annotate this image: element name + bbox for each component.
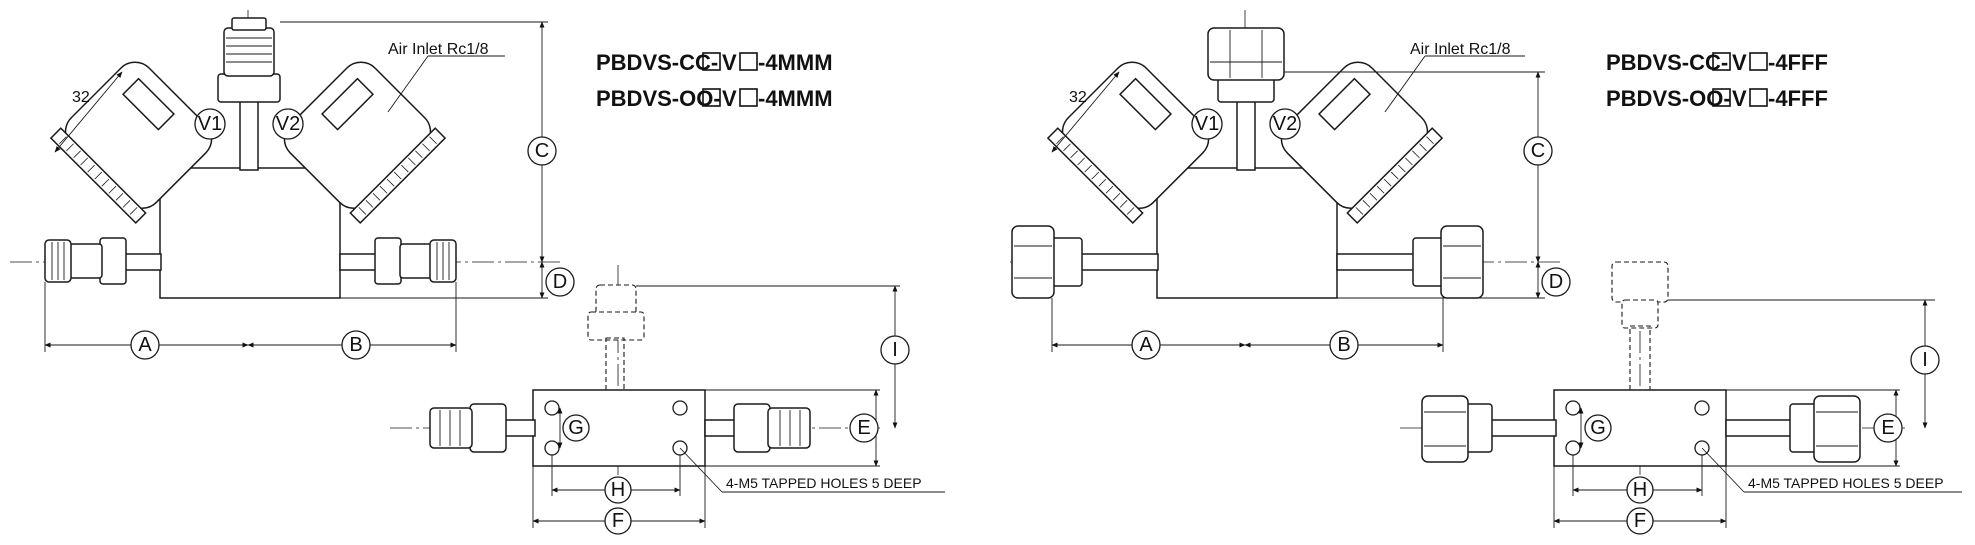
dim-b-label: B	[1337, 334, 1350, 356]
dim-i-marker	[1910, 345, 1940, 375]
dim-h-label: H	[1633, 479, 1647, 501]
model-line-1-box1	[1712, 52, 1731, 71]
v1-label: V1	[1195, 113, 1219, 135]
svg-text:PBDVS-CC-: PBDVS-CC-	[596, 50, 718, 75]
dim-g-marker	[1584, 414, 1612, 442]
v2-marker	[272, 108, 304, 140]
tapped-holes-note: 4-M5 TAPPED HOLES 5 DEEP	[1748, 475, 1944, 491]
model-line-2-prefix: PBDVS-OO-	[1606, 86, 1731, 111]
valve-body	[159, 167, 341, 299]
dim-h-marker	[604, 476, 632, 504]
model-line-1-mid: V	[1732, 50, 1747, 75]
v1-marker	[1191, 108, 1223, 140]
dim-h-marker	[1626, 476, 1654, 504]
dim-g-label: G	[568, 417, 584, 439]
dim-a-marker	[1131, 330, 1161, 360]
dim-g-label: G	[1590, 417, 1606, 439]
model-text-fff: PBDVS-CC- V -4FFF PBDVS-OO- V -4FFF	[1606, 50, 1828, 111]
v1-marker	[194, 108, 226, 140]
front-view-fff: V1 V2 32 Air Inlet Rc1/8 C D A B	[1010, 10, 1571, 360]
dim-c-marker	[1523, 136, 1553, 166]
model-line-2-box1	[702, 88, 721, 107]
dim-c-marker	[527, 136, 557, 166]
dim-b-marker	[341, 330, 371, 360]
model-line-1-prefix: PBDVS-CC-	[1606, 50, 1728, 75]
dim-i-label: I	[892, 339, 898, 361]
model-line-2-box2	[1749, 88, 1768, 107]
dim-f-marker	[1626, 507, 1654, 535]
dim-b-marker	[1329, 330, 1359, 360]
dim-c-label: C	[535, 140, 549, 162]
dim-32-label: 32	[1069, 89, 1087, 106]
model-line-1-box1	[702, 52, 721, 71]
dim-i-marker	[880, 335, 910, 365]
dim-a-marker	[130, 330, 160, 360]
v2-marker	[1269, 108, 1301, 140]
dim-f-label: F	[612, 510, 624, 532]
dim-e-label: E	[1881, 417, 1894, 439]
model-line-1-box2	[1749, 52, 1768, 71]
model-line-2-prefix: PBDVS-OO-	[596, 86, 721, 111]
model-line-1-mid: V	[722, 50, 737, 75]
panel-fff: V1 V2 32 Air Inlet Rc1/8 C D A B	[1010, 10, 1962, 535]
model-line-2-box2	[739, 88, 758, 107]
model-line-2-mid: V	[1732, 86, 1747, 111]
dim-d-label: D	[553, 271, 567, 293]
front-view-mmm: V1 V2 32 Air Inlet Rc1/8 C D	[10, 10, 575, 360]
air-inlet-label: Air Inlet Rc1/8	[388, 41, 489, 58]
model-line-1-suffix: -4FFF	[1768, 50, 1828, 75]
side-view-fff: G E I H F 4-M5 TAPPED HOLES 5 DEEP	[1400, 261, 1962, 535]
tapped-holes-note: 4-M5 TAPPED HOLES 5 DEEP	[726, 475, 922, 491]
dim-d-marker	[545, 267, 575, 297]
dim-i-label: I	[1922, 349, 1928, 371]
dim-a-label: A	[1139, 334, 1153, 356]
model-line-2-mid: V	[722, 86, 737, 111]
dim-f-marker	[604, 507, 632, 535]
dim-d-label: D	[1549, 271, 1563, 293]
dim-c-label: C	[1531, 140, 1545, 162]
dim-d-marker	[1541, 267, 1571, 297]
dim-f-label: F	[1634, 510, 1646, 532]
model-line-1-prefix: PBDVS-CC-	[596, 50, 718, 75]
model-line-1-suffix: -4MMM	[758, 50, 833, 75]
valve-body	[1156, 167, 1338, 299]
v2-label: V2	[276, 113, 300, 135]
panel-mmm: V1 V2 32 Air Inlet Rc1/8 C D	[10, 10, 945, 535]
dim-32-label: 32	[72, 89, 90, 106]
dim-b-label: B	[349, 334, 362, 356]
dim-g-marker	[562, 414, 590, 442]
model-text-mmm: PBDVS-CC- V -4MMM PBDVS-OO- V -4MMM	[596, 50, 833, 111]
dim-a-label: A	[138, 334, 152, 356]
v1-label: V1	[198, 113, 222, 135]
model-line-2-suffix: -4FFF	[1768, 86, 1828, 111]
air-inlet-label: Air Inlet Rc1/8	[1410, 41, 1511, 58]
side-view-mmm: G E I H F 4-M5 T	[390, 265, 945, 535]
dim-h-label: H	[611, 479, 625, 501]
model-line-2-box1	[1712, 88, 1731, 107]
model-line-1-box2	[739, 52, 758, 71]
dim-e-marker	[1873, 413, 1903, 443]
model-line-2-suffix: -4MMM	[758, 86, 833, 111]
dim-e-marker	[849, 413, 879, 443]
dim-e-label: E	[857, 417, 870, 439]
v2-label: V2	[1273, 113, 1297, 135]
